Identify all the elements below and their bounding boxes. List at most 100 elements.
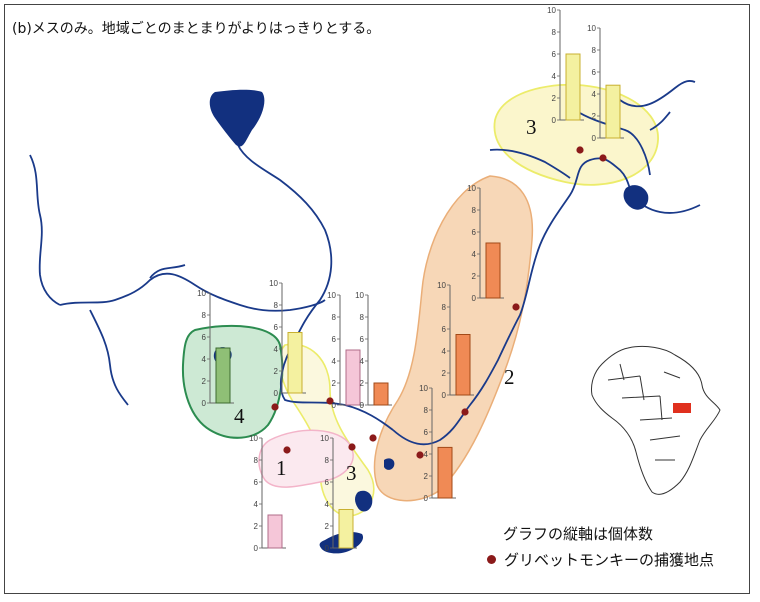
chart-tick-label: 6 bbox=[360, 335, 365, 344]
chart-tick-label: 4 bbox=[592, 90, 597, 99]
chart-tick-label: 0 bbox=[442, 391, 447, 400]
mini-bar-chart: 0 2 4 6 8 10 bbox=[419, 384, 456, 503]
mini-bar-chart: 0 2 4 6 8 10 bbox=[355, 291, 392, 410]
chart-tick-label: 4 bbox=[202, 355, 207, 364]
chart-bar bbox=[455, 334, 471, 396]
zone-label-3-bottom: 3 bbox=[346, 461, 357, 485]
chart-tick-label: 0 bbox=[325, 544, 330, 553]
chart-tick-label: 4 bbox=[360, 357, 365, 366]
chart-tick-label: 8 bbox=[424, 406, 429, 415]
chart-tick-label: 0 bbox=[360, 401, 365, 410]
zone-3-bottom-area bbox=[278, 343, 375, 517]
chart-tick-label: 8 bbox=[202, 311, 207, 320]
chart-tick-label: 10 bbox=[587, 24, 596, 33]
chart-tick-label: 0 bbox=[472, 294, 477, 303]
mini-bar-chart: 0 2 4 6 8 10 bbox=[269, 279, 306, 398]
lake-north bbox=[209, 89, 265, 147]
chart-bar bbox=[287, 332, 303, 394]
zone-label-3-top: 3 bbox=[526, 115, 537, 139]
chart-tick-label: 2 bbox=[424, 472, 429, 481]
mini-bar-chart: 0 2 4 6 8 10 bbox=[587, 24, 624, 143]
chart-tick-label: 10 bbox=[355, 291, 364, 300]
chart-bar bbox=[565, 53, 581, 121]
chart-tick-label: 6 bbox=[325, 478, 330, 487]
legend-point-label: グリベットモンキーの捕獲地点 bbox=[504, 551, 715, 569]
chart-tick-label: 6 bbox=[592, 68, 597, 77]
chart-tick-label: 10 bbox=[437, 281, 446, 290]
legend-dot-icon bbox=[487, 555, 496, 564]
chart-tick-label: 2 bbox=[274, 367, 279, 376]
chart-tick-label: 2 bbox=[442, 369, 447, 378]
chart-tick-label: 8 bbox=[332, 313, 337, 322]
capture-points bbox=[271, 146, 607, 459]
chart-tick-label: 2 bbox=[592, 112, 597, 121]
chart-tick-label: 0 bbox=[254, 544, 259, 553]
chart-tick-label: 6 bbox=[552, 50, 557, 59]
bar-charts: 0 2 4 6 8 10 0 2 4 6 8 10 0 2 4 6 8 10 0 2 4 6 8 10 0 2 4 6 8 10 0 2 4 6 8… bbox=[197, 6, 624, 553]
chart-tick-label: 4 bbox=[472, 250, 477, 259]
chart-tick-label: 4 bbox=[442, 347, 447, 356]
zone-4-area bbox=[181, 324, 284, 439]
chart-tick-label: 10 bbox=[269, 279, 278, 288]
chart-tick-label: 0 bbox=[274, 389, 279, 398]
chart-tick-label: 0 bbox=[332, 401, 337, 410]
chart-tick-label: 4 bbox=[552, 72, 557, 81]
legend-axis-note: グラフの縦軸は個体数 bbox=[503, 525, 654, 543]
chart-bar bbox=[267, 514, 283, 549]
zone-label-4: 4 bbox=[234, 404, 245, 428]
chart-tick-label: 8 bbox=[274, 301, 279, 310]
mini-bar-chart: 0 2 4 6 8 10 bbox=[327, 291, 364, 410]
chart-bar bbox=[215, 347, 231, 404]
chart-tick-label: 6 bbox=[442, 325, 447, 334]
chart-tick-label: 8 bbox=[552, 28, 557, 37]
chart-tick-label: 2 bbox=[254, 522, 259, 531]
chart-tick-label: 8 bbox=[360, 313, 365, 322]
chart-tick-label: 4 bbox=[424, 450, 429, 459]
chart-bar bbox=[338, 509, 354, 549]
chart-tick-label: 0 bbox=[552, 116, 557, 125]
chart-tick-label: 0 bbox=[202, 399, 207, 408]
river-network bbox=[29, 80, 701, 446]
chart-tick-label: 0 bbox=[592, 134, 597, 143]
ethiopia-marker bbox=[673, 403, 691, 413]
zone-label-2: 2 bbox=[504, 365, 515, 389]
mini-bar-chart: 0 2 4 6 8 10 bbox=[547, 6, 584, 125]
chart-tick-label: 10 bbox=[547, 6, 556, 15]
chart-tick-label: 6 bbox=[254, 478, 259, 487]
chart-tick-label: 4 bbox=[274, 345, 279, 354]
chart-tick-label: 2 bbox=[552, 94, 557, 103]
lake-center bbox=[355, 490, 373, 512]
chart-tick-label: 6 bbox=[332, 335, 337, 344]
africa-outline bbox=[591, 345, 721, 495]
chart-bar bbox=[437, 446, 453, 499]
chart-tick-label: 6 bbox=[424, 428, 429, 437]
chart-tick-label: 10 bbox=[327, 291, 336, 300]
chart-tick-label: 10 bbox=[419, 384, 428, 393]
legend-point-note: グリベットモンキーの捕獲地点 bbox=[487, 549, 714, 570]
chart-bar bbox=[605, 84, 621, 139]
chart-tick-label: 10 bbox=[320, 434, 329, 443]
chart-tick-label: 10 bbox=[249, 434, 258, 443]
chart-tick-label: 8 bbox=[472, 206, 477, 215]
chart-tick-label: 2 bbox=[332, 379, 337, 388]
chart-tick-label: 2 bbox=[360, 379, 365, 388]
chart-tick-label: 6 bbox=[274, 323, 279, 332]
chart-tick-label: 8 bbox=[325, 456, 330, 465]
chart-bar bbox=[373, 382, 389, 406]
africa-inset-map bbox=[591, 345, 721, 495]
chart-tick-label: 6 bbox=[202, 333, 207, 342]
chart-tick-label: 4 bbox=[325, 500, 330, 509]
chart-tick-label: 8 bbox=[442, 303, 447, 312]
chart-tick-label: 2 bbox=[472, 272, 477, 281]
lake-small bbox=[384, 458, 395, 470]
chart-tick-label: 10 bbox=[197, 289, 206, 298]
chart-tick-label: 0 bbox=[424, 494, 429, 503]
chart-tick-label: 4 bbox=[254, 500, 259, 509]
mini-bar-chart: 0 2 4 6 8 10 bbox=[437, 281, 474, 400]
chart-tick-label: 8 bbox=[592, 46, 597, 55]
chart-tick-label: 6 bbox=[472, 228, 477, 237]
